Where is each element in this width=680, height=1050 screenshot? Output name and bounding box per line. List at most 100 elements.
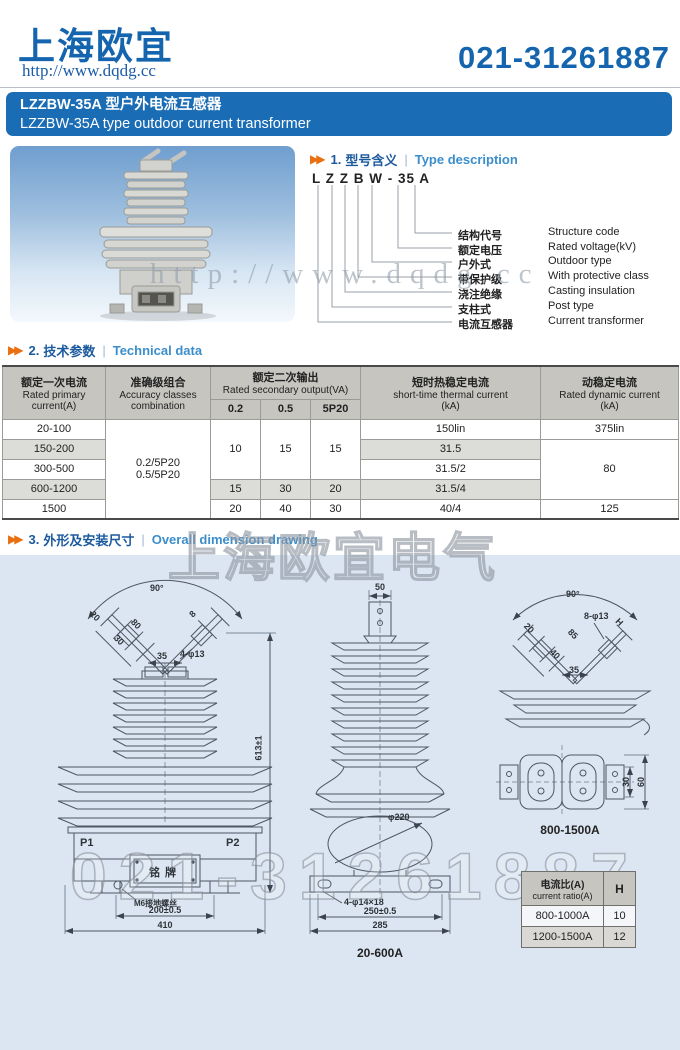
accuracy-line: 0.2/5P20	[135, 456, 181, 469]
front-view-lines	[57, 579, 276, 934]
caption-20-600A: 20-600A	[356, 946, 404, 960]
cell-thermal: 31.5	[360, 438, 542, 460]
side-view-drawing: 50 φ220 4-φ14×18 250±0.5 285 20-600A	[300, 580, 490, 970]
th-thermal-current: 短时热稳定电流 short-time thermal current (kA)	[360, 365, 542, 420]
th-dynamic-current: 动稳定电流 Rated dynamic current (kA)	[540, 365, 680, 420]
cell-output-5P20: 20	[309, 478, 362, 500]
cell-thermal: 31.5/2	[360, 458, 542, 480]
th-text: Rated primary	[22, 389, 86, 401]
section1-arrows-icon: ▶▶	[310, 152, 326, 166]
cell-output-5P20: 30	[309, 498, 362, 520]
caption-800-1500A: 800-1500A	[540, 823, 600, 837]
ratio-h-cell: 10	[603, 905, 636, 927]
ratio-cell: 1200-1500A	[521, 926, 604, 948]
section1-title-zh: 型号含义	[345, 152, 398, 168]
dim-8-phi13: 8-φ13	[584, 611, 609, 621]
table-row: 800-1000A 10	[521, 905, 636, 927]
section1-title-en: Type description	[414, 151, 518, 167]
cell-thermal: 40/4	[360, 498, 542, 520]
legend-zh-outdoor-type: 户外式	[458, 255, 546, 273]
ratio-h-cell: 12	[603, 926, 636, 948]
transformer-illustration	[99, 148, 216, 321]
phone-number: 021-31261887	[458, 40, 670, 75]
watermark-brand: 上海欧宜电气	[167, 529, 499, 589]
cell-output-0.5: 15	[260, 418, 311, 480]
section2-separator: |	[102, 342, 106, 358]
section1-number: 1.	[330, 151, 342, 167]
th-rated-primary: 额定一次电流 Rated primary current(A)	[2, 365, 106, 420]
technical-data-table: 额定一次电流 Rated primary current(A) 准确级组合 Ac…	[2, 365, 680, 520]
th-text: 额定一次电流	[21, 376, 87, 389]
cell-output-0.2: 15	[210, 478, 261, 500]
legend-en-protective-class: With protective class	[548, 270, 649, 282]
table-row: 600-1200 15 30 20 31.5/4	[2, 478, 679, 500]
product-title-en: LZZBW-35A type outdoor current transform…	[20, 116, 311, 132]
th-text: (kA)	[600, 400, 619, 412]
section3-arrows-icon: ▶▶	[8, 532, 24, 546]
dim-250: 250±0.5	[363, 906, 397, 916]
section2-title-en: Technical data	[112, 342, 203, 358]
section3-number: 3.	[28, 531, 40, 547]
th-text: 额定二次输出	[252, 372, 319, 385]
table-row: 150-200 31.5 80	[2, 438, 680, 500]
ratio-th-en: current ratio(A)	[532, 891, 593, 901]
cell-primary: 300-500	[2, 458, 106, 480]
dim-30: 30	[621, 776, 632, 788]
legend-zh-protective-class: 带保护级	[458, 270, 546, 288]
cell-dynamic: 80	[540, 438, 680, 500]
th-text: short-time thermal current	[393, 389, 508, 401]
table-row: 1200-1500A 12	[521, 926, 636, 948]
cell-dynamic: 125	[540, 498, 680, 520]
accuracy-line: 0.5/5P20	[135, 468, 181, 481]
dim-285: 285	[372, 920, 388, 930]
th-text: Rated secondary output(VA)	[222, 385, 349, 397]
legend-en-outdoor-type: Outdoor type	[548, 255, 612, 267]
dim-35: 35	[569, 665, 580, 675]
ratio-th-zh: 电流比(A)	[540, 880, 585, 891]
section2-number: 2.	[28, 342, 40, 358]
section2-title-zh: 技术参数	[43, 343, 96, 359]
legend-zh-casting-insulation: 浇注绝缘	[458, 285, 546, 303]
dim-4-phi14x18: 4-φ14×18	[344, 897, 384, 907]
cell-output-5P20: 15	[309, 418, 362, 480]
table-row: 1500 20 40 30 40/4 125	[2, 498, 680, 520]
legend-zh-structure-code: 结构代号	[458, 226, 546, 244]
cell-dynamic: 375lin	[540, 418, 680, 440]
dim-90deg: 90°	[566, 589, 580, 599]
th-sub-0.2: 0.2	[210, 398, 261, 420]
cell-thermal: 150lin	[360, 418, 542, 440]
legend-en-structure-code: Structure code	[548, 226, 620, 238]
cell-output-0.5: 30	[260, 478, 311, 500]
legend-label: 带保护级	[458, 274, 502, 286]
model-code: L Z Z B W - 35 A	[312, 171, 431, 186]
cell-output-0.2: 20	[210, 498, 261, 520]
dim-4-phi13: 4-φ13	[180, 649, 205, 659]
front-view-drawing: 90° 20 30 80 8 35 4-φ13 613±1 P1 P2 铭牌 M…	[30, 575, 280, 960]
header-divider	[0, 87, 680, 88]
cell-accuracy: 0.2/5P20 0.5/5P20	[105, 418, 211, 520]
table-row: 20-100 0.2/5P20 0.5/5P20 10 15 15 150lin…	[2, 418, 680, 520]
section3-title-en: Overall dimension drawing	[151, 531, 318, 547]
table-row: 300-500 31.5/2	[2, 458, 679, 480]
dim-50: 50	[374, 582, 385, 592]
th-sub-5P20: 5P20	[309, 398, 362, 420]
ratio-th-h: H	[603, 871, 636, 906]
dim-35: 35	[157, 651, 168, 661]
current-ratio-table: 电流比(A) current ratio(A) H 800-1000A 10 1…	[521, 871, 636, 948]
legend-label: 额定电压	[458, 245, 502, 257]
legend-label: 户外式	[458, 259, 491, 271]
legend-zh-post-type: 支柱式	[458, 300, 546, 318]
cell-primary: 600-1200	[2, 478, 106, 500]
th-text: Rated dynamic current	[559, 389, 660, 401]
side-view-lines	[309, 590, 451, 934]
ratio-cell: 800-1000A	[521, 905, 604, 927]
dim-60: 60	[636, 776, 647, 788]
th-sub-0.5: 0.5	[260, 398, 311, 420]
terminal-detail-drawing: 90° 20 40 85 8-φ13 H 35 30 60 800-1500A	[490, 585, 675, 855]
dim-phi220: φ220	[388, 812, 410, 822]
product-title-zh: LZZBW-35A 型户外电流互感器	[20, 97, 222, 113]
ground-screw-label: M6接地螺丝	[134, 899, 178, 908]
cell-thermal: 31.5/4	[360, 478, 542, 500]
th-text: 短时热稳定电流	[412, 376, 490, 389]
